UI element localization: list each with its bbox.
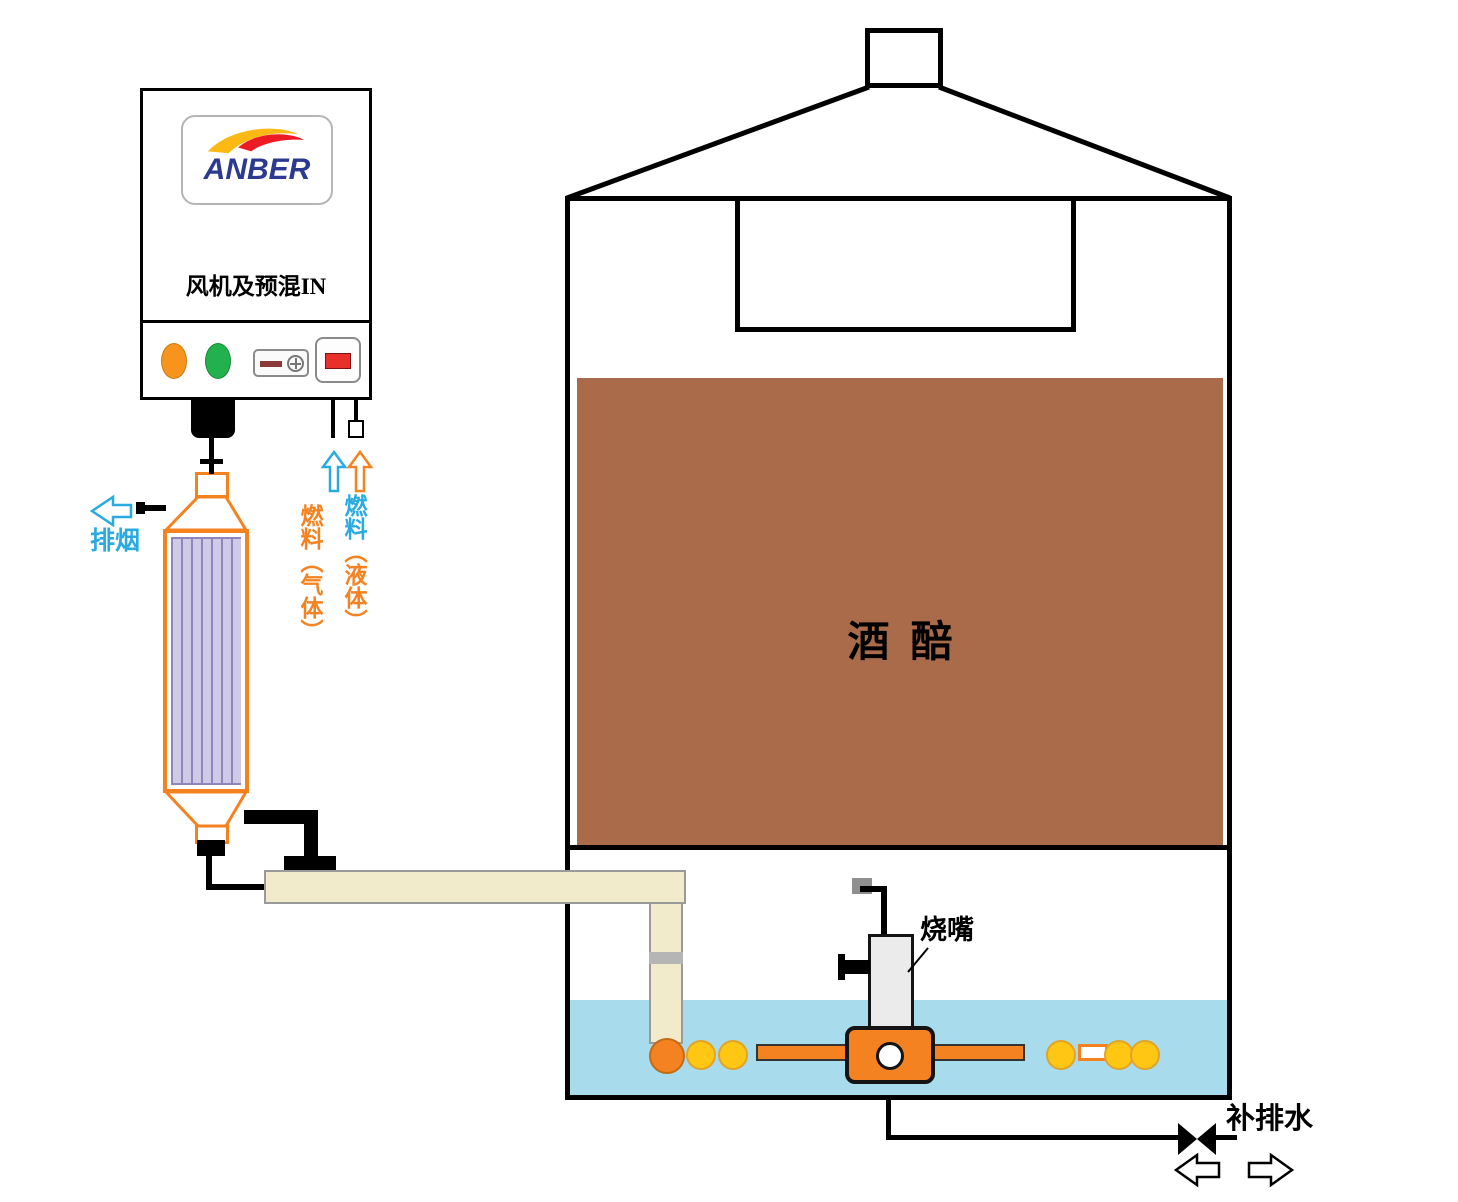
exhaust-label: 排烟	[90, 528, 141, 555]
float-ball	[1130, 1040, 1160, 1070]
burner-nozzle-eye	[876, 1042, 904, 1070]
fuel-liquid-label-suffix: （液体）	[341, 540, 366, 632]
anber-logo: ANBER	[181, 115, 333, 205]
blower-outlet-plug	[191, 400, 235, 438]
fuel-liquid-label-prefix: 燃料	[341, 494, 366, 540]
power-switch-key	[325, 353, 351, 369]
drain-valve-icon	[1197, 1123, 1216, 1155]
drain-out-arrow-icon	[1173, 1152, 1221, 1188]
indicator-lamp-orange	[161, 343, 187, 379]
fuel-line-terminal	[348, 420, 364, 438]
fuel-line-right	[354, 400, 358, 422]
flame-icon	[207, 128, 305, 154]
fuel-liquid-label: 燃料（液体）	[341, 494, 366, 632]
condensate-plug	[197, 840, 225, 856]
screw-icon	[287, 355, 304, 372]
adjuster-plate	[253, 349, 309, 377]
control-box-label: 风机及预混IN	[185, 274, 327, 299]
burner-nozzle-label: 烧嘴	[920, 915, 974, 945]
burner-feed-pipe-horizontal	[860, 886, 886, 892]
float-ball	[686, 1040, 716, 1070]
vessel-top-cover	[735, 196, 1076, 332]
exhaust-stub-cap	[136, 502, 145, 514]
burner-mixing-tube	[868, 934, 914, 1030]
vapor-pipe-flange	[284, 856, 336, 870]
condensate-pipe-horizontal	[206, 884, 270, 890]
control-panel	[143, 320, 369, 400]
fuel-gas-arrow-icon	[346, 449, 374, 493]
fuel-gas-label: 燃料（气体）	[297, 504, 322, 642]
vessel-content-label: 酒 醅	[847, 620, 953, 666]
hood-left-line	[566, 84, 870, 201]
duct-elbow	[649, 1038, 685, 1074]
float-ball	[718, 1040, 748, 1070]
vapor-inlet-pipe-horizontal	[244, 810, 318, 824]
burner-feed-pipe-vertical	[881, 886, 887, 936]
duct-coupling	[649, 952, 683, 964]
drain-pipe-horizontal	[886, 1135, 1178, 1140]
igniter-fitting	[842, 960, 870, 974]
gas-duct-downcomer	[649, 902, 683, 1044]
burner-arm-left	[756, 1044, 850, 1061]
condensate-pipe-vertical	[206, 854, 212, 890]
fuel-liquid-arrow-icon	[320, 449, 348, 493]
fermented-mash-region	[577, 378, 1223, 845]
drain-pipe-vertical	[886, 1098, 891, 1140]
gas-duct-horizontal	[264, 870, 686, 904]
fuel-line-left	[331, 400, 335, 438]
drain-pipe-stub	[1215, 1135, 1237, 1140]
water-in-arrow-icon	[1247, 1152, 1295, 1188]
water-supply-drain-label: 补排水	[1226, 1103, 1314, 1135]
duct-flange	[200, 459, 223, 464]
power-switch	[315, 337, 361, 383]
condenser-top-port	[195, 472, 229, 498]
burner-control-unit: ANBER 风机及预混IN	[140, 88, 372, 400]
indicator-lamp-green	[205, 343, 231, 379]
burner-head	[845, 1026, 935, 1084]
condenser-tube-bundle	[171, 537, 241, 785]
blower-duct	[209, 438, 214, 474]
vent-chimney	[865, 28, 943, 88]
exhaust-stub-pipe	[140, 505, 166, 511]
drain-valve-icon	[1178, 1123, 1197, 1155]
float-ball	[1104, 1040, 1134, 1070]
exhaust-arrow-icon	[89, 494, 133, 528]
condenser-top-cone	[162, 495, 249, 532]
burner-arm-right	[931, 1044, 1025, 1061]
igniter-stub	[838, 954, 845, 980]
adjuster-slot-icon	[260, 361, 282, 367]
condenser-bottom-cone	[162, 790, 249, 828]
hood-right-line	[938, 84, 1231, 201]
float-ball	[1046, 1040, 1076, 1070]
brand-text: ANBER	[203, 153, 311, 186]
vapor-inlet-pipe-vertical	[304, 810, 318, 858]
